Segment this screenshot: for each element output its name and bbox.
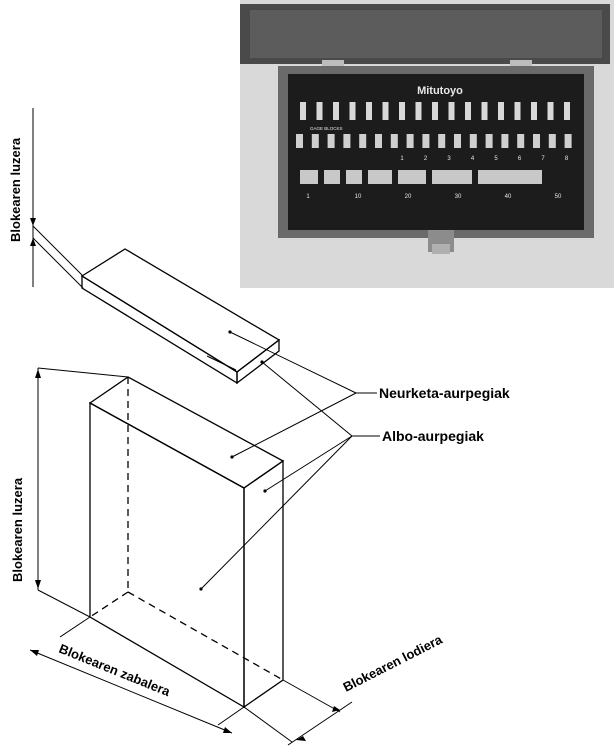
label-luzera-small: Blokearen luzera [8, 137, 23, 242]
photo-block [517, 134, 525, 148]
large-gauge-block [88, 376, 285, 709]
photo-block [333, 102, 339, 120]
photo-block [448, 102, 455, 120]
photo-block [454, 134, 461, 148]
photo-row2-mark: 5 [494, 156, 498, 162]
photo-block [311, 134, 319, 148]
photo-block [406, 134, 414, 148]
photo-block [438, 134, 446, 148]
gauge-block-case-photo: Mitutoyo GAGE BLOCKS 1 2 3 4 5 6 7 8 1 10 20 30 40 5… [240, 0, 614, 288]
thin-gauge-block [80, 248, 281, 385]
photo-block [533, 134, 540, 148]
photo-block [469, 134, 477, 148]
photo-block [547, 102, 554, 120]
photo-block [432, 170, 472, 184]
large-block-width-dimension [29, 616, 245, 734]
large-block-height-dimension [35, 367, 129, 618]
photo-block [300, 102, 306, 120]
photo-block [478, 170, 542, 184]
photo-row2-mark: 2 [424, 156, 428, 162]
photo-block [422, 134, 430, 148]
photo-block [465, 102, 471, 120]
photo-block [514, 102, 521, 120]
photo-block [501, 134, 509, 148]
photo-block [531, 102, 537, 120]
photo-block [327, 134, 335, 148]
photo-block [359, 134, 367, 148]
photo-block [390, 134, 398, 148]
photo-row3-mark: 40 [505, 194, 512, 200]
photo-block [498, 102, 504, 120]
photo-block [399, 102, 405, 120]
photo-block [346, 170, 362, 184]
large-block-thickness-dimension [243, 679, 353, 746]
photo-row1-title: GAGE BLOCKS [310, 126, 343, 131]
photo-row3-mark: 50 [555, 194, 562, 200]
photo-block-row-2: 1 2 3 4 5 6 7 8 [296, 134, 572, 162]
photo-row2-mark: 7 [541, 156, 545, 162]
photo-block [382, 102, 389, 120]
photo-block [548, 134, 556, 148]
photo-block [316, 102, 323, 120]
photo-block [343, 134, 351, 148]
photo-row3-mark: 20 [405, 194, 412, 200]
label-zabalera: Blokearen zabalera [57, 641, 173, 700]
label-neurketa-aurpegiak: Neurketa-aurpegiak [379, 385, 510, 401]
photo-row2-mark: 4 [471, 156, 475, 162]
photo-row2-mark: 1 [400, 156, 404, 162]
photo-block [375, 134, 382, 148]
photo-block [324, 170, 340, 184]
photo-block [349, 102, 356, 120]
photo-row3-mark: 10 [355, 194, 362, 200]
photo-block [300, 170, 318, 184]
photo-block [481, 102, 488, 120]
label-lodiera: Blokearen lodiera [341, 631, 446, 694]
label-luzera-big: Blokearen luzera [10, 477, 25, 582]
photo-block [485, 134, 493, 148]
photo-block [415, 102, 422, 120]
photo-row3-mark: 1 [306, 194, 310, 200]
photo-block [564, 102, 570, 120]
leader-lines [200, 331, 380, 590]
photo-block [366, 102, 372, 120]
label-albo-aurpegiak: Albo-aurpegiak [382, 428, 484, 444]
photo-block [564, 134, 572, 148]
photo-block [296, 134, 303, 148]
photo-row2-mark: 3 [447, 156, 451, 162]
photo-block-row-1 [300, 102, 570, 120]
photo-row2-mark: 8 [565, 156, 569, 162]
photo-row3-mark: 30 [455, 194, 462, 200]
photo-block [398, 170, 426, 184]
photo-block [432, 102, 438, 120]
photo-brand-text: Mitutoyo [417, 85, 463, 97]
thin-block-dimension [30, 108, 84, 289]
photo-block-row-3: 1 10 20 30 40 50 [300, 170, 562, 200]
photo-row2-mark: 6 [518, 156, 522, 162]
photo-block [368, 170, 392, 184]
